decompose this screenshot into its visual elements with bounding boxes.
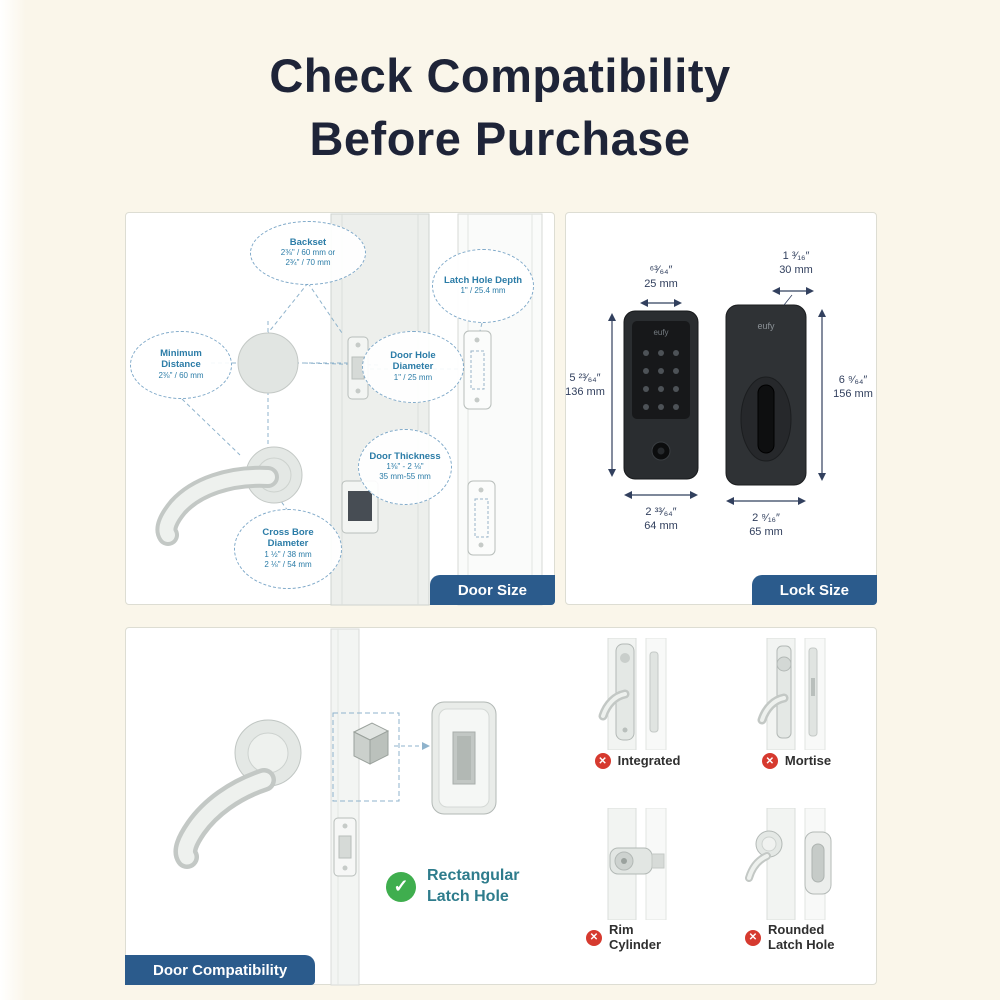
- latch-mortise: [341, 480, 379, 534]
- callout-door-hole-diameter: Door Hole Diameter 1" / 25 mm: [362, 331, 464, 403]
- door-slab: [330, 213, 430, 606]
- unsupported-integrated: ✕ Integrated: [563, 638, 712, 802]
- supported-label: Rectangular Latch Hole: [427, 867, 520, 905]
- check-icon: ✓: [386, 871, 416, 902]
- rounded-latch-illustration: [744, 808, 831, 920]
- rim-cylinder-illustration: [607, 808, 666, 920]
- lever-handle: [155, 446, 303, 546]
- cross-icon: ✕: [594, 753, 611, 769]
- dim-rear-width: 2 ⁹⁄₁₆″65 mm: [749, 512, 783, 539]
- callout-door-thickness: Door Thickness 1⅜" - 2 ⅛" 35 mm-55 mm: [358, 429, 452, 505]
- page-title: Check Compatibility Before Purchase: [0, 44, 1000, 171]
- integrated-lock-illustration: [598, 638, 666, 750]
- rear-lock-brand: eufy: [757, 321, 775, 331]
- latch-plate: [347, 336, 369, 400]
- unsupported-grid: ✕ Integrated ✕ Mortise: [563, 638, 871, 972]
- title-line-2: Before Purchase: [309, 112, 691, 166]
- front-lock-brand: eufy: [653, 328, 668, 337]
- latch-hole-diagram: [173, 628, 497, 986]
- door-compatibility-tag: Door Compatibility: [125, 955, 316, 985]
- rectangular-latch-plate: [431, 701, 497, 815]
- dim-front-width: 2 ³³⁄₆₄″64 mm: [644, 506, 678, 533]
- door-edge-strip: [330, 628, 360, 986]
- left-edge-strip: [0, 0, 26, 1000]
- cross-icon: ✕: [761, 753, 778, 769]
- lock-size-tag: Lock Size: [751, 575, 877, 605]
- callout-backset: Backset 2⅜" / 60 mm or 2¾" / 70 mm: [250, 221, 366, 285]
- unsupported-rounded-latch-hole: ✕ Rounded Latch Hole: [722, 808, 871, 972]
- front-lock-unit: eufy: [623, 310, 699, 480]
- door-compatibility-panel: ✓ Rectangular Latch Hole: [125, 627, 877, 986]
- title-line-1: Check Compatibility: [269, 49, 731, 102]
- door-bore-hole: [237, 332, 299, 394]
- cross-icon: ✕: [586, 929, 602, 946]
- door-size-panel: Backset 2⅜" / 60 mm or 2¾" / 70 mm Latch…: [125, 212, 555, 606]
- lock-dimensions-diagram: eufy eufy: [608, 287, 826, 505]
- dim-front-height: 5 ²³⁄₆₄″136 mm: [565, 372, 605, 399]
- callout-latch-hole-depth: Latch Hole Depth 1" / 25.4 mm: [432, 249, 534, 323]
- cross-icon: ✕: [745, 929, 761, 946]
- pointer-arrow: [394, 742, 430, 750]
- unsupported-mortise: ✕ Mortise: [722, 638, 871, 802]
- callout-cross-bore-diameter: Cross Bore Diameter 1 ½" / 38 mm 2 ⅛" / …: [234, 509, 342, 589]
- dim-rear-height: 6 ⁹⁄₆₄″156 mm: [833, 374, 873, 401]
- door-size-tag: Door Size: [429, 575, 555, 605]
- dashed-region: [332, 712, 400, 802]
- strike-plate-upper: [463, 330, 492, 410]
- lever-handle: [173, 719, 302, 869]
- door-measurement-diagram: [155, 213, 543, 606]
- strike-plate-lower: [467, 480, 496, 556]
- dim-rear-depth: 1 ³⁄₁₆″30 mm: [779, 250, 813, 277]
- deadbolt-cube: [352, 722, 390, 765]
- rear-lock-unit: eufy: [725, 304, 807, 486]
- unsupported-rim-cylinder: ✕ Rim Cylinder: [563, 808, 712, 972]
- dimension-arrows: [608, 287, 826, 505]
- supported-latch-type: ✓ Rectangular Latch Hole: [386, 866, 519, 908]
- edge-latch-plate: [333, 817, 357, 877]
- lock-size-panel: eufy eufy: [565, 212, 877, 605]
- callout-minimum-distance: Minimum Distance 2⅜" / 60 mm: [130, 331, 232, 399]
- dim-front-depth: ⁶³⁄₆₄″25 mm: [644, 264, 678, 291]
- mortise-lock-illustration: [757, 638, 825, 750]
